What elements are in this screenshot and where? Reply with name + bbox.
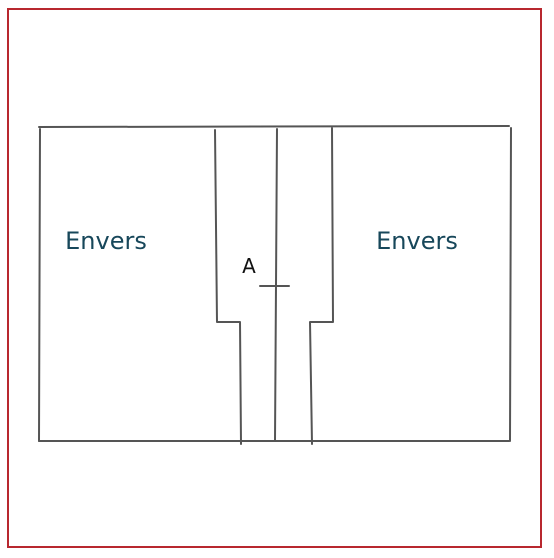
left-edge-line [38,128,41,442]
outer-frame [7,8,542,548]
point-a-label: A [242,254,256,278]
fabric-outline [38,125,512,445]
right-panel-label: Envers [376,227,458,255]
left-seam-line [214,129,242,445]
right-edge-line [509,127,512,442]
top-edge-line [38,125,510,128]
left-panel-label: Envers [65,227,147,255]
right-seam-line [309,127,334,445]
